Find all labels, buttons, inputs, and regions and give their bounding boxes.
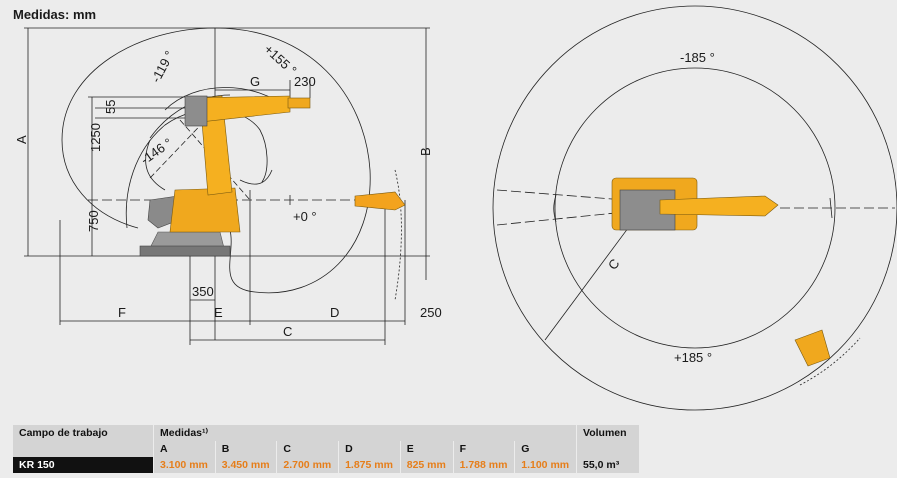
top-view [492, 5, 897, 411]
dim-label: 350 [192, 284, 214, 299]
dim-label: 55 [103, 100, 118, 114]
angle-label: +185 ° [674, 350, 712, 365]
header-workspace: Campo de trabajo [13, 425, 154, 441]
dim-label: 250 [420, 305, 442, 320]
outer-envelope [61, 27, 371, 294]
value-volume: 55,0 m³ [576, 457, 640, 473]
subhead-d: D [338, 441, 401, 457]
angle-label: +0 ° [293, 209, 317, 224]
dim-label: B [418, 147, 433, 156]
robot-side-illustration [139, 95, 406, 257]
value-f: 1.788 mm [453, 457, 516, 473]
model-name: KR 150 [13, 457, 154, 473]
dim-label: C [283, 324, 292, 339]
units-title: Medidas: mm [13, 7, 96, 22]
table-row: KR 150 3.100 mm 3.450 mm 2.700 mm 1.875 … [13, 457, 640, 473]
subhead-b: B [215, 441, 278, 457]
workspace-table: Campo de trabajo Medidas¹⁾ Volumen A B C… [13, 425, 640, 473]
outer-reach-circle [492, 5, 897, 411]
dim-label: 230 [294, 74, 316, 89]
robot-top-illustration [611, 177, 831, 367]
value-e: 825 mm [400, 457, 454, 473]
dim-label: E [214, 305, 223, 320]
dim-label: C [605, 256, 623, 273]
subhead-c: C [276, 441, 340, 457]
subhead-g: G [514, 441, 577, 457]
dim-label: 1250 [88, 123, 103, 152]
subhead-f: F [453, 441, 516, 457]
dim-label: 750 [86, 210, 101, 232]
value-c: 2.700 mm [276, 457, 340, 473]
dim-label: A [14, 135, 29, 144]
angle-label: -119 ° [148, 48, 177, 85]
angle-label: -185 ° [680, 50, 715, 65]
angle-label: -146 ° [138, 135, 175, 167]
header-volume: Volumen [576, 425, 640, 441]
dim-label: D [330, 305, 339, 320]
dim-label: F [118, 305, 126, 320]
subhead-e: E [400, 441, 454, 457]
inner-reach-circle [554, 67, 836, 349]
subhead-a: A [153, 441, 216, 457]
dim-label: G [250, 74, 260, 89]
value-d: 1.875 mm [338, 457, 401, 473]
value-a: 3.100 mm [153, 457, 216, 473]
value-b: 3.450 mm [215, 457, 278, 473]
header-measures: Medidas¹⁾ [153, 425, 577, 441]
value-g: 1.100 mm [514, 457, 577, 473]
